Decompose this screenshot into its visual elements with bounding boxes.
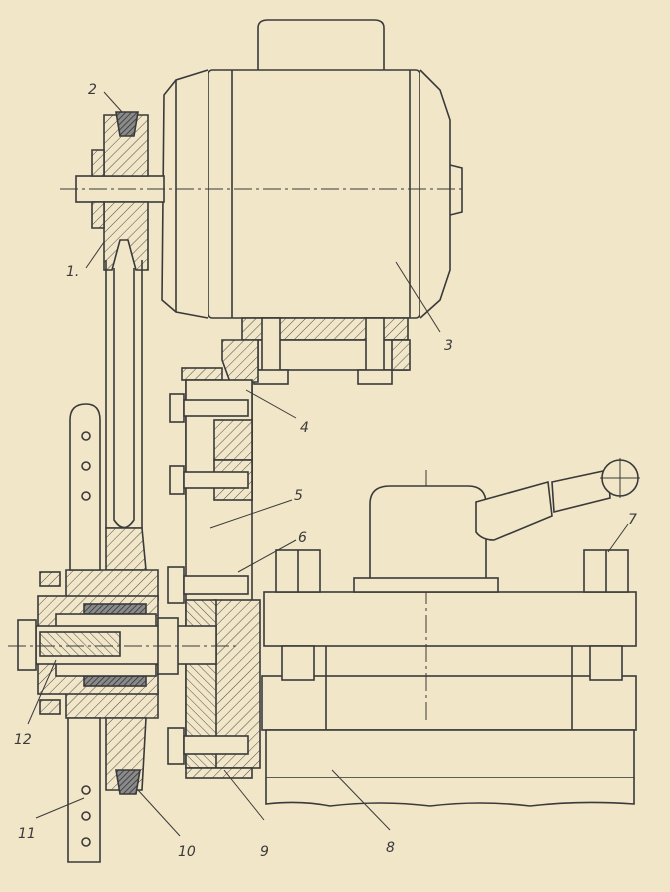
- support-plate: [185, 379, 261, 769]
- callout-8: 8: [386, 840, 395, 856]
- leader-lines: [27, 91, 629, 837]
- clamp-bolts: [275, 549, 629, 681]
- machine-table: [261, 470, 637, 807]
- callout-1: 1.: [66, 264, 79, 280]
- mounting-bolts: [167, 393, 253, 779]
- electric-motor: [60, 19, 465, 319]
- hub-assembly: [8, 571, 240, 715]
- lower-v-belt-section: [115, 769, 141, 795]
- spindle-head: [353, 458, 640, 593]
- callout-6: 6: [298, 530, 307, 546]
- callout-12: 12: [14, 732, 32, 748]
- callout-11: 11: [18, 826, 36, 842]
- motor-pulley: [91, 111, 149, 271]
- callout-4: 4: [300, 420, 309, 436]
- callout-9: 9: [260, 844, 269, 860]
- driven-pulley: [65, 527, 159, 795]
- v-belt: [105, 260, 143, 529]
- v-belt-section: [115, 111, 139, 137]
- perforated-chain: [67, 403, 101, 863]
- callout-7: 7: [628, 512, 637, 528]
- motor-base-plate: [241, 317, 411, 385]
- callout-2: 2: [88, 82, 97, 98]
- callout-labels: 1. 2 3 4 5 6 7 8 9 10 11 12: [14, 82, 637, 860]
- callout-10: 10: [178, 844, 196, 860]
- callout-5: 5: [294, 488, 303, 504]
- callout-3: 3: [444, 338, 453, 354]
